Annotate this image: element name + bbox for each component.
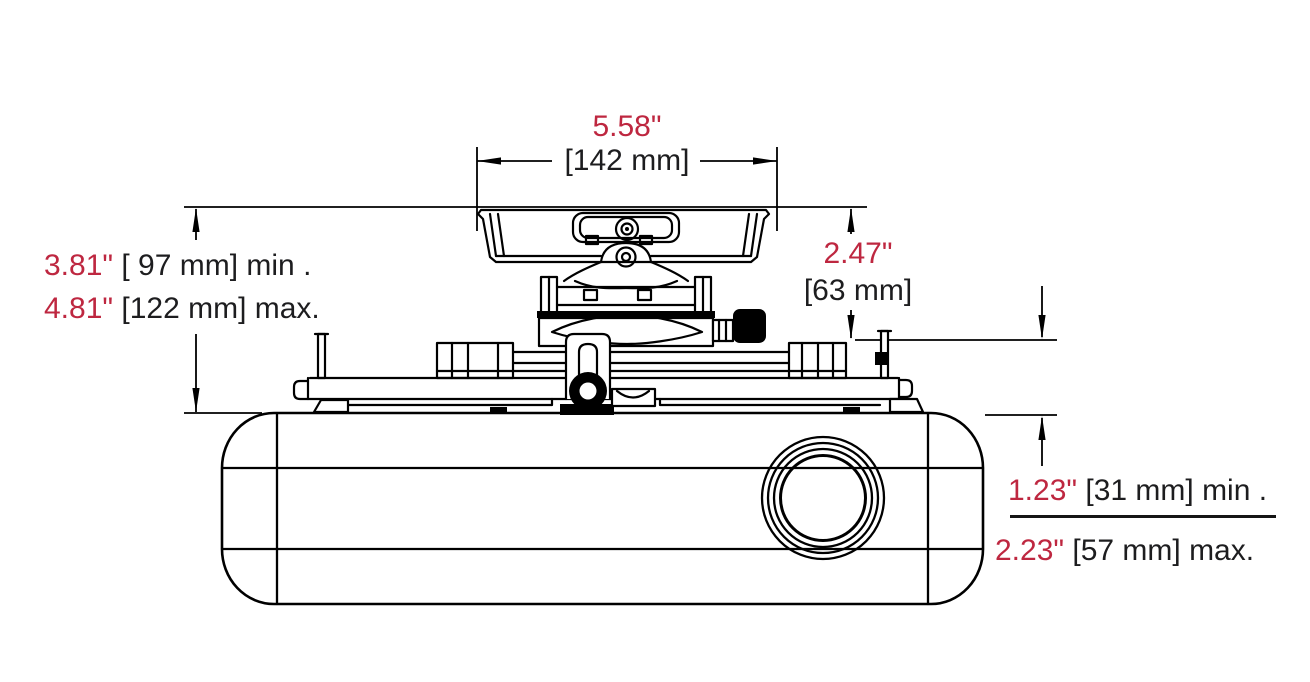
mounting-rail <box>292 329 925 414</box>
projector-panel-lines-vertical <box>275 411 930 606</box>
ceiling-mount <box>292 208 925 415</box>
left-foot <box>312 398 350 414</box>
left-pin <box>316 332 327 380</box>
dim-height-max-inches: 4.81" <box>44 292 114 325</box>
dim-height-max-metric: [122 mm] max. <box>113 292 320 325</box>
ceiling-plate <box>476 208 771 290</box>
projector-outline <box>220 411 985 606</box>
dimension-arrowheads <box>192 157 1046 440</box>
plate-bolt <box>614 216 640 242</box>
dim-clearance-min-label: 1.23" [31 mm] min . <box>1008 474 1267 508</box>
lens <box>760 435 886 561</box>
clearance-separator-line <box>1010 515 1276 518</box>
dim-clearance-min-inches: 1.23" <box>1008 474 1078 507</box>
dim-height-min-metric: [ 97 mm] min . <box>113 249 312 282</box>
projector-body <box>220 411 985 606</box>
ball-dome <box>599 241 653 264</box>
right-end-cap <box>897 378 914 399</box>
tilt-knob <box>711 309 766 343</box>
dim-mount-width-inches: 5.58" <box>592 110 662 143</box>
left-end-cap <box>292 379 310 401</box>
dim-mount-width-label: 5.58" [142 mm] <box>477 110 777 178</box>
dim-mount-height-label: 3.81" [ 97 mm] min . 4.81" [122 mm] max. <box>44 249 320 326</box>
dim-clearance-max-metric: [57 mm] max. <box>1064 534 1255 567</box>
dim-clearance-max-inches: 2.23" <box>995 534 1065 567</box>
dim-plate-drop-label: 2.47" [63 mm] <box>798 238 918 307</box>
dim-drop-inches: 2.47" <box>823 237 893 270</box>
dim-drop-metric: [63 mm] <box>803 274 913 307</box>
dim-clearance-min-metric: [31 mm] min . <box>1077 474 1268 507</box>
right-foot <box>888 397 925 414</box>
dim-mount-width-metric: [142 mm] <box>564 144 690 177</box>
clevis-bracket <box>560 332 657 415</box>
dim-height-min-inches: 3.81" <box>44 249 114 282</box>
dim-clearance-max-label: 2.23" [57 mm] max. <box>995 534 1254 568</box>
